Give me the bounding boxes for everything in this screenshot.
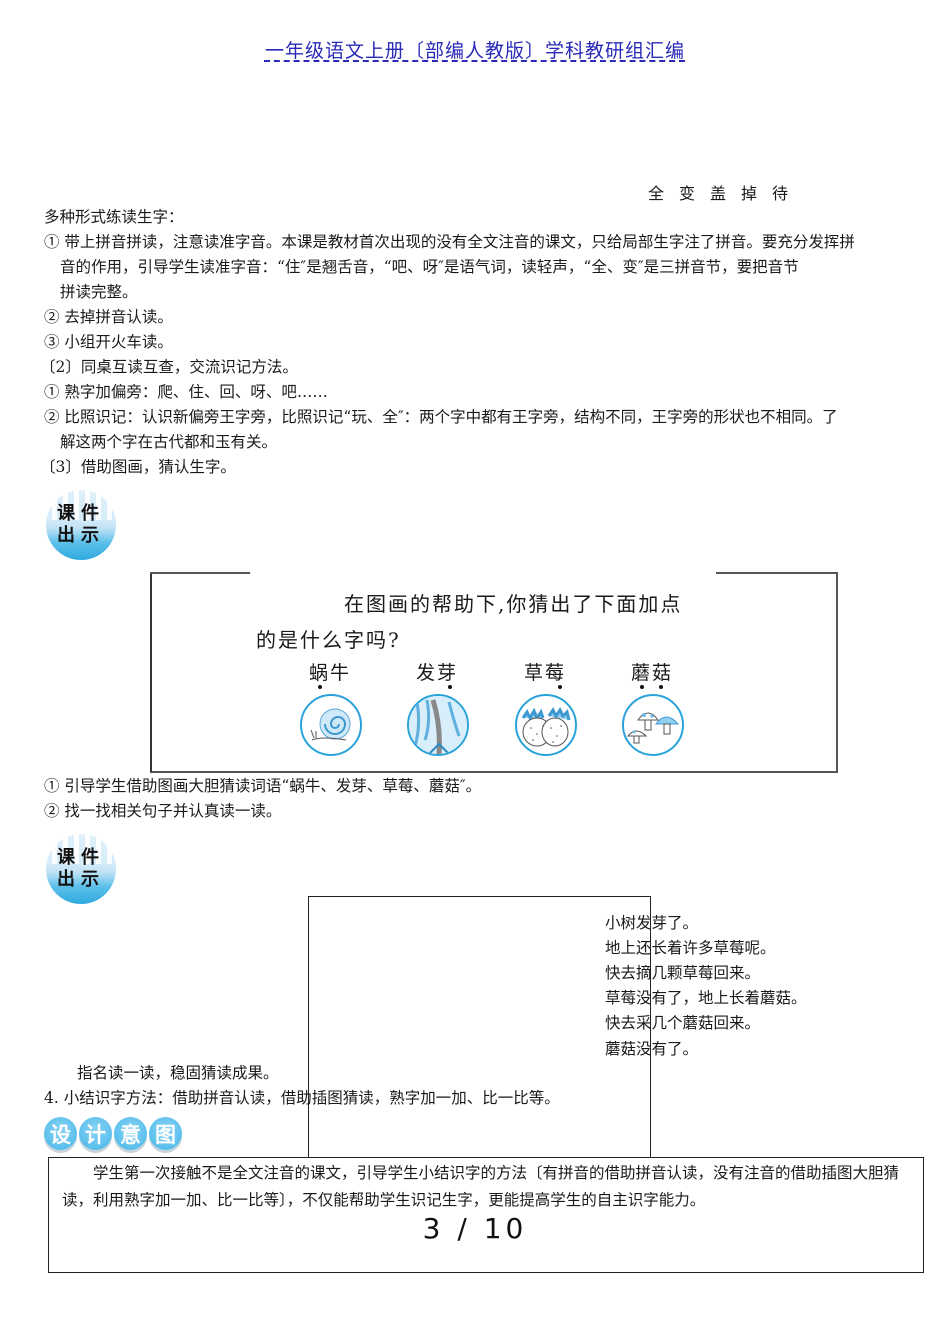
mushroom-icon — [622, 694, 684, 756]
design-intent-box — [48, 1157, 924, 1273]
peer-item-2-line-1: ② 比照识记：认识新偏旁王字旁，比照识记“玩、全″：两个字中都有王字旁，结构不同… — [44, 408, 838, 426]
consolidate-text: 指名读一读，稳固猜读成果。 — [77, 1064, 279, 1082]
design-badge-char: 设 — [44, 1117, 77, 1150]
design-badge-char: 意 — [114, 1117, 147, 1150]
pictures-heading: 〔3〕借助图画，猜认生字。 — [40, 458, 236, 476]
courseware-prompt-line-2: 的是什么字吗? — [256, 628, 401, 652]
emphasis-dot — [659, 685, 663, 689]
peer-item-1: ① 熟字加偏旁：爬、住、回、呀、吧…… — [44, 383, 328, 401]
sprouting-tree-icon — [407, 694, 469, 756]
courseware-badge-line-2: 出示 — [57, 525, 105, 546]
practice-item-1-line-1: ① 带上拼音拼读，注意读准字音。本课是教材首次出现的没有全文注音的课文，只给局部… — [44, 233, 855, 251]
courseware-frame-2 — [308, 896, 651, 1158]
word-label-sprout: 发芽 — [415, 662, 458, 684]
word-label-snail: 蜗牛 — [308, 662, 351, 684]
sentence-4: 草莓没有了，地上长着蘑菇。 — [605, 989, 807, 1007]
design-intent-badge: 设 计 意 图 — [44, 1117, 182, 1150]
strawberry-icon — [515, 694, 577, 756]
document-header-link[interactable]: 一年级语文上册〔部编人教版〕学科教研组汇编 — [264, 40, 685, 62]
sentence-2: 地上还长着许多草莓呢。 — [605, 939, 776, 957]
courseware-badge-icon: 课件 出示 — [46, 834, 116, 904]
sentence-1: 小树发芽了。 — [605, 914, 699, 932]
emphasis-dot — [318, 685, 322, 689]
word-label-strawberry: 草莓 — [523, 662, 566, 684]
courseware-badge-line-1: 课件 — [57, 503, 105, 524]
courseware-badge-line-2: 出示 — [57, 869, 105, 890]
frame-top-edge-left — [150, 572, 250, 574]
after-pictures-item-1: ① 引导学生借助图画大胆猜读词语“蜗牛、发芽、草莓、蘑菇″。 — [44, 777, 482, 795]
after-pictures-item-2: ② 找一找相关句子并认真读一读。 — [44, 802, 282, 820]
sentence-3: 快去摘几颗草莓回来。 — [605, 964, 761, 982]
practice-item-1-line-3: 拼读完整。 — [60, 283, 138, 301]
sentence-6: 蘑菇没有了。 — [605, 1040, 699, 1058]
emphasis-dot — [448, 685, 452, 689]
word-label-mushroom: 蘑菇 — [630, 662, 673, 684]
practice-item-1-line-2: 音的作用，引导学生读准字音：“住″是翘舌音，“吧、呀″是语气词，读轻声，“全、变… — [60, 258, 799, 276]
peer-heading: 〔2〕同桌互读互查，交流识记方法。 — [40, 358, 298, 376]
design-badge-char: 计 — [79, 1117, 112, 1150]
sentence-5: 快去采几个蘑菇回来。 — [605, 1014, 761, 1032]
emphasis-dot — [640, 685, 644, 689]
practice-item-2: ② 去掉拼音认读。 — [44, 308, 173, 326]
design-intent-text: 学生第一次接触不是全文注音的课文，引导学生小结识字的方法〔有拼音的借助拼音认读，… — [62, 1164, 900, 1209]
new-characters: 全变盖掉待 — [648, 184, 804, 203]
page-indicator: 3 / 10 — [422, 1212, 528, 1245]
practice-heading: 多种形式练读生字： — [44, 208, 184, 226]
peer-item-2-line-2: 解这两个字在古代都和玉有关。 — [60, 433, 278, 451]
emphasis-dot — [558, 685, 562, 689]
design-badge-char: 图 — [149, 1117, 182, 1150]
courseware-badge-line-1: 课件 — [57, 847, 105, 868]
courseware-prompt-line-1: 在图画的帮助下,你猜出了下面加点 — [344, 592, 683, 616]
courseware-badge-icon: 课件 出示 — [46, 490, 116, 560]
frame-top-edge-right — [716, 572, 838, 574]
snail-icon — [300, 694, 362, 756]
summary-text: 4. 小结识字方法：借助拼音认读，借助插图猜读，熟字加一加、比一比等。 — [44, 1089, 560, 1107]
courseware-frame-1 — [150, 572, 838, 773]
practice-item-3: ③ 小组开火车读。 — [44, 333, 173, 351]
